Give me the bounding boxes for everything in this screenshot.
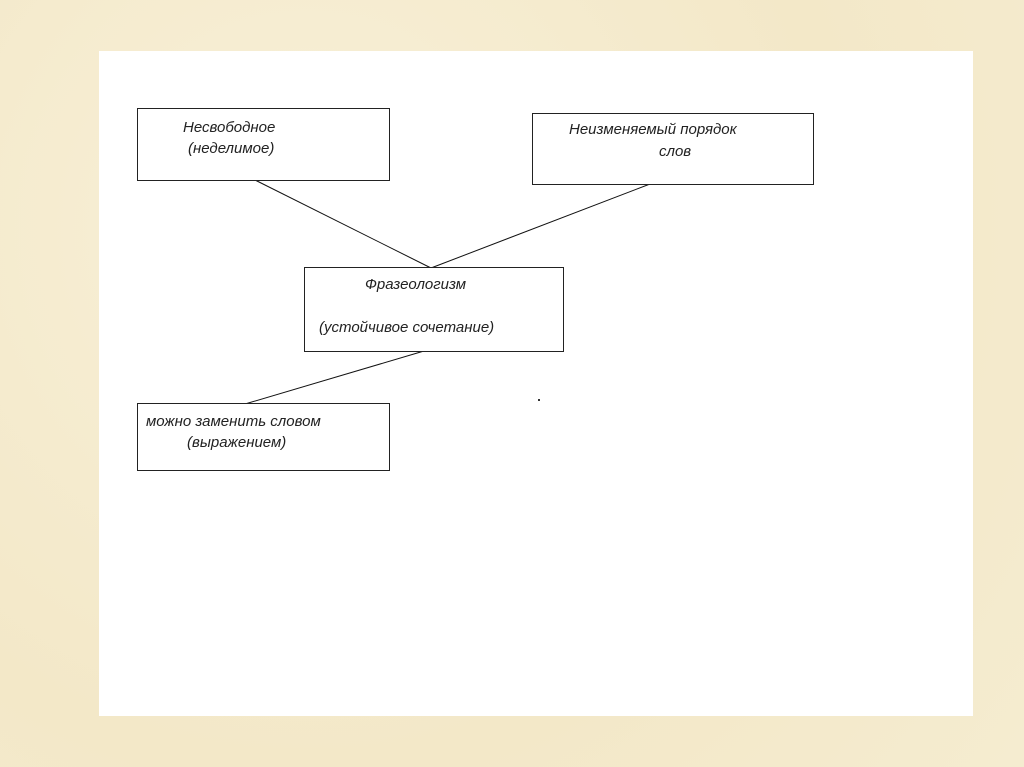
node-unfree-line2: (неделимое) [188, 140, 275, 157]
node-unfree-line1: Несвободное [183, 119, 276, 136]
connector-order-center [430, 183, 651, 269]
connector-unfree-center [254, 179, 432, 269]
connector-center-replace [244, 350, 425, 405]
node-replace: можно заменить словом (выражением) [137, 403, 390, 471]
stray-dot [538, 399, 540, 401]
node-center: Фразеологизм (устойчивое сочетание) [304, 267, 564, 352]
node-order-line1: Неизменяемый порядок [569, 121, 737, 138]
node-replace-line1: можно заменить словом [146, 413, 321, 430]
node-replace-line2: (выражением) [187, 434, 287, 451]
node-order: Неизменяемый порядок слов [532, 113, 814, 185]
node-center-line2: (устойчивое сочетание) [319, 319, 495, 336]
node-unfree: Несвободное (неделимое) [137, 108, 390, 181]
node-center-line1: Фразеологизм [365, 276, 467, 293]
node-order-line2: слов [659, 143, 692, 160]
